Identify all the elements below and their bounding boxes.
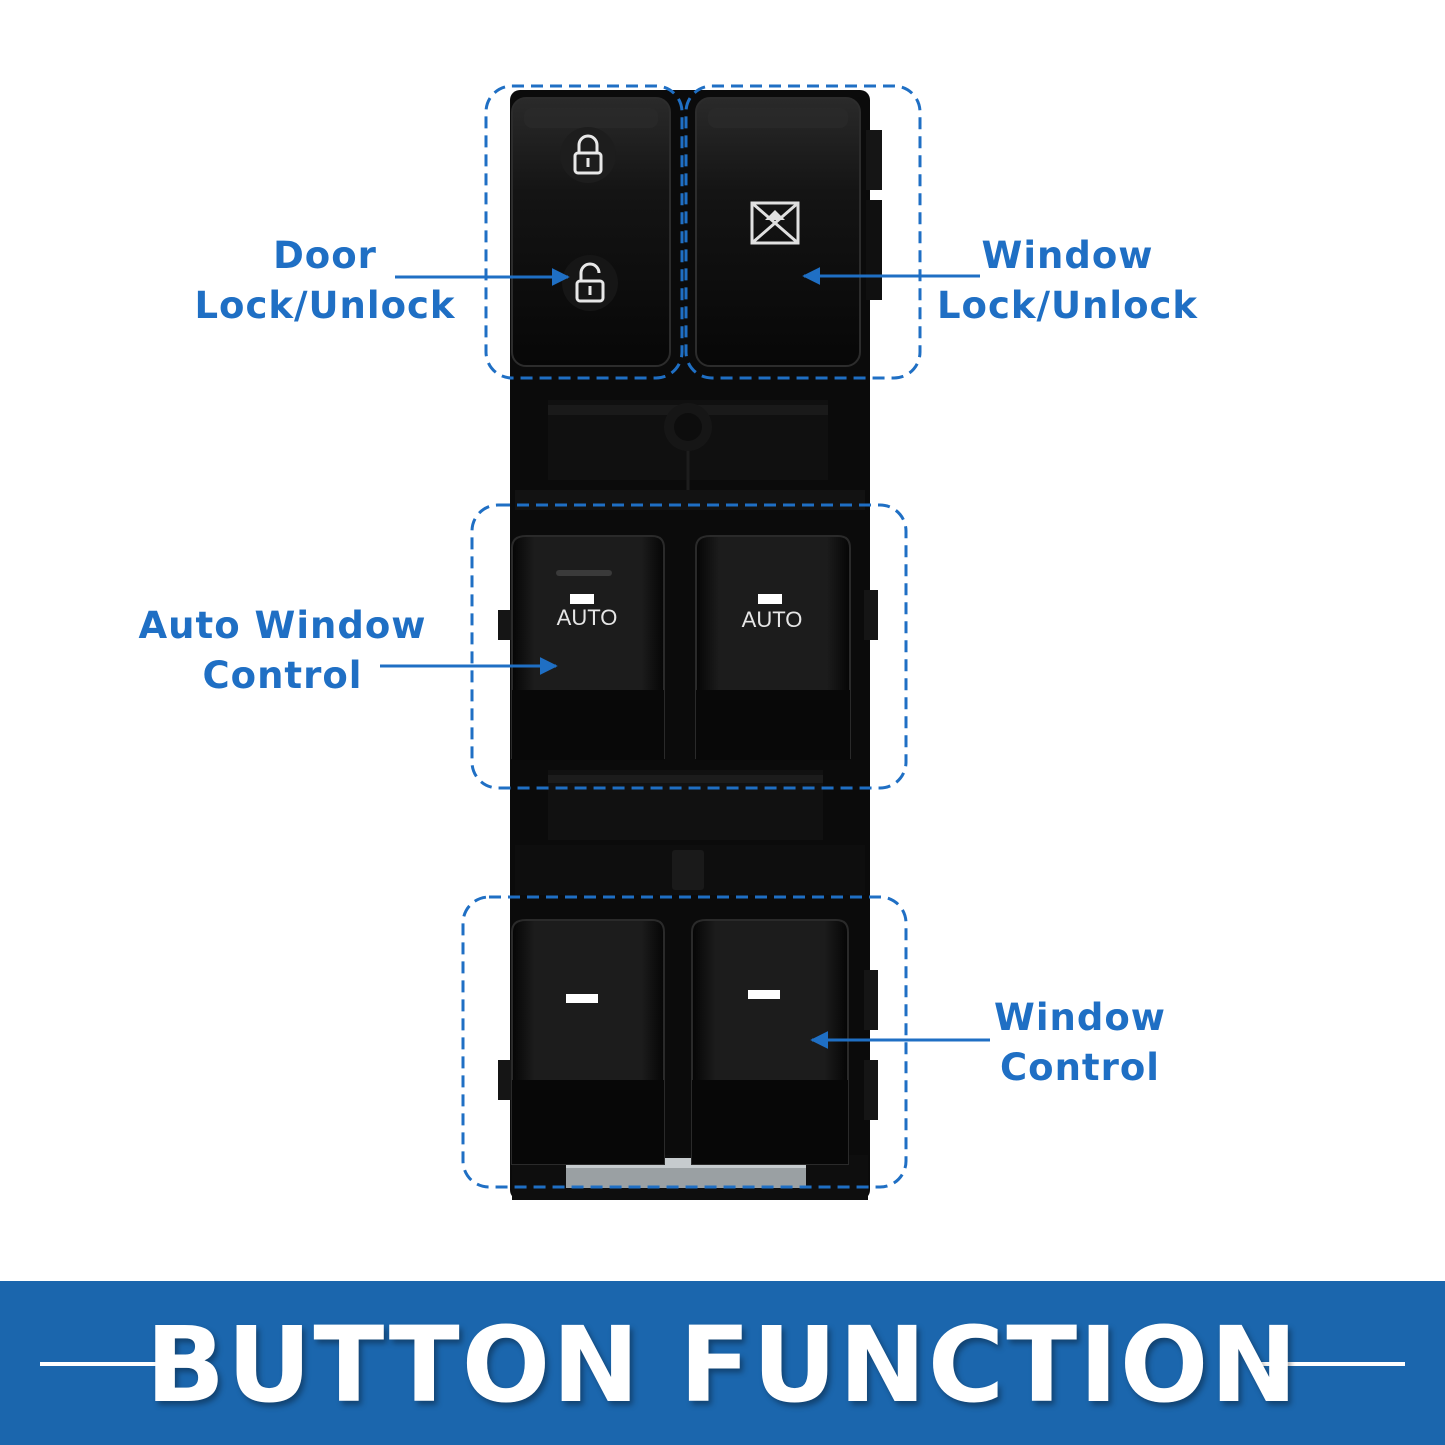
auto-left-label: AUTO — [557, 605, 618, 630]
window-control-right-button[interactable] — [691, 919, 849, 1165]
window-control-callout-line2: Control — [1000, 1046, 1160, 1089]
window-lock-callout-line1: Window — [981, 234, 1154, 277]
window-control-left-button[interactable] — [511, 919, 665, 1165]
window-lock-callout-line2: Lock/Unlock — [936, 284, 1199, 327]
door-lock-group-outline — [484, 84, 684, 380]
door-lock-button[interactable] — [511, 97, 671, 367]
auto-window-callout: Auto Window Control — [135, 601, 430, 701]
auto-window-callout-line2: Control — [202, 654, 363, 697]
window-control-callout-line1: Window — [994, 996, 1166, 1039]
door-lock-callout: Door Lock/Unlock — [190, 231, 460, 331]
window-lock-group-outline — [684, 84, 922, 380]
auto-window-right-button[interactable] — [695, 535, 851, 760]
auto-window-group-outline — [470, 503, 908, 790]
auto-right-label: AUTO — [742, 607, 803, 632]
lock-closed-icon — [560, 127, 616, 183]
banner — [0, 1281, 1445, 1445]
group-outlines — [461, 84, 922, 1189]
door-lock-callout-line2: Lock/Unlock — [194, 284, 456, 327]
door-lock-callout-line1: Door — [273, 234, 377, 277]
window-lock-button[interactable] — [695, 97, 861, 367]
window-lock-icon — [750, 201, 800, 245]
auto-window-callout-line1: Auto Window — [138, 604, 427, 647]
window-control-callout: Window Control — [985, 993, 1175, 1093]
lock-open-icon — [562, 255, 618, 311]
auto-window-left-button[interactable] — [511, 535, 665, 760]
window-lock-callout: Window Lock/Unlock — [930, 231, 1205, 331]
banner-title: BUTTON FUNCTION — [145, 1304, 1300, 1426]
callout-arrows — [380, 267, 990, 1049]
window-control-group-outline — [461, 895, 908, 1189]
